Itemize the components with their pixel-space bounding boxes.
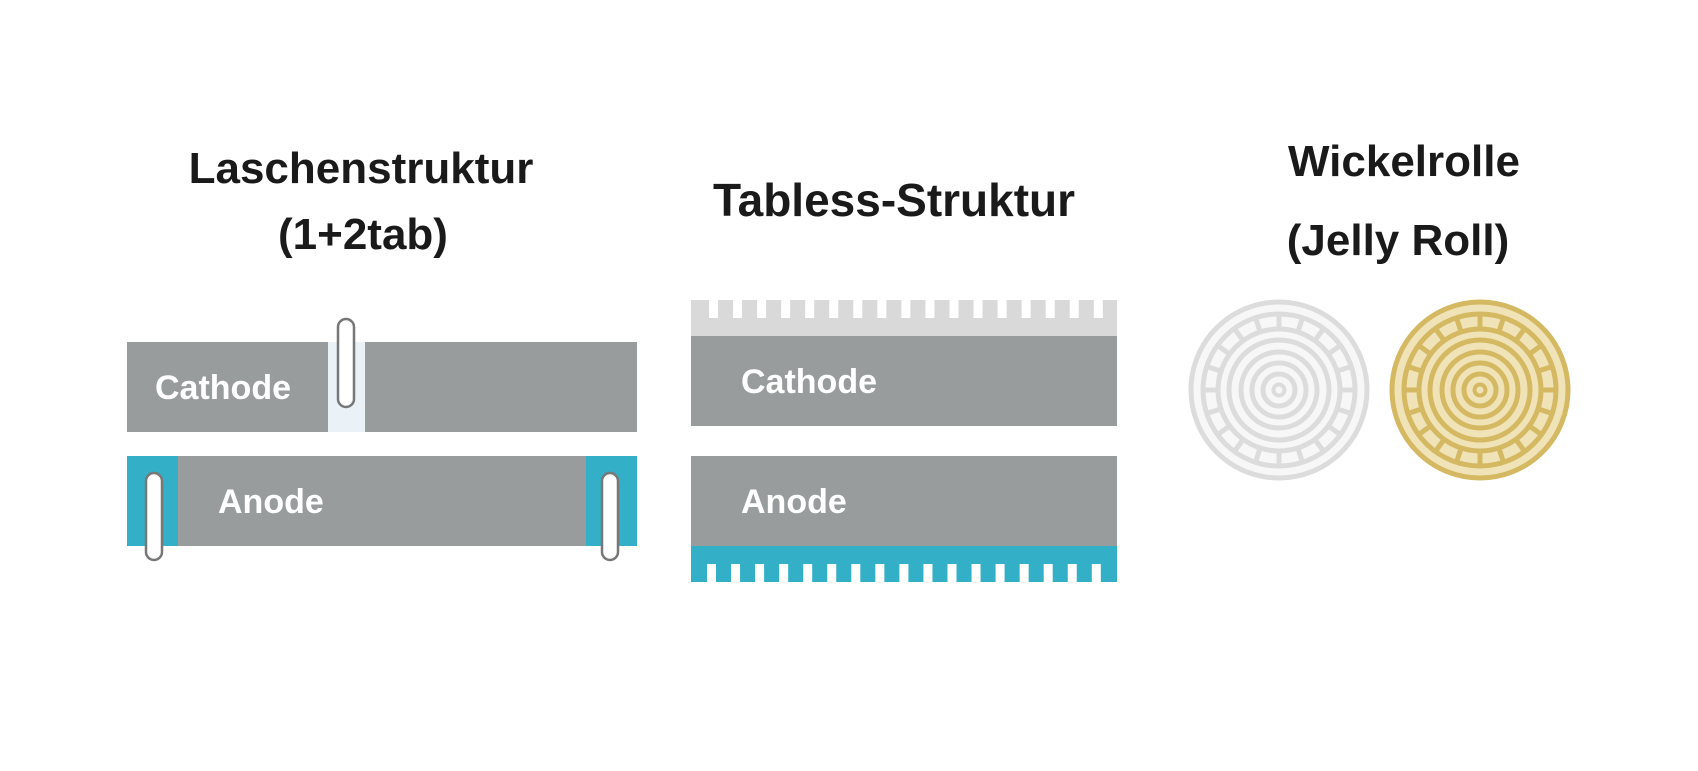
notch <box>949 300 959 318</box>
panel-title-line2: (1+2tab) <box>278 210 448 259</box>
notch <box>947 564 957 582</box>
notch <box>877 300 887 318</box>
cathode-tab-icon <box>336 317 356 409</box>
notch <box>803 564 813 582</box>
anode-foil-notches <box>707 564 1101 582</box>
panel-title: Tabless-Struktur <box>713 174 1075 226</box>
anode-electrode: Anode <box>127 456 637 562</box>
anode-electrode: Anode <box>691 456 1117 582</box>
notch <box>973 300 983 318</box>
notch <box>733 300 743 318</box>
notch <box>997 300 1007 318</box>
notch <box>971 564 981 582</box>
notch <box>925 300 935 318</box>
notch <box>709 300 718 318</box>
notch <box>1021 300 1031 318</box>
panel-title-line2: (Jelly Roll) <box>1287 216 1510 265</box>
cathode-label: Cathode <box>155 369 291 407</box>
notch <box>707 564 716 582</box>
notch <box>851 564 861 582</box>
notch <box>805 300 815 318</box>
notch <box>781 300 791 318</box>
notch <box>1069 300 1079 318</box>
notch <box>779 564 789 582</box>
cathode-electrode: Cathode <box>691 300 1117 426</box>
panel-tabless-structure: Tabless-Struktur Cathode Anode <box>691 174 1117 582</box>
cathode-label: Cathode <box>741 363 877 401</box>
anode-label: Anode <box>218 483 324 521</box>
notch <box>923 564 933 582</box>
cathode-electrode: Cathode <box>127 317 637 432</box>
notch <box>1091 564 1101 582</box>
notch <box>1093 300 1103 318</box>
notch <box>875 564 885 582</box>
cathode-foil-notches <box>709 300 1103 318</box>
notch <box>1045 300 1055 318</box>
notch <box>853 300 863 318</box>
panel-title-line1: Laschenstruktur <box>189 144 534 193</box>
notch <box>901 300 911 318</box>
notch <box>1067 564 1077 582</box>
anode-tab-icon-left <box>144 471 164 562</box>
notch <box>1043 564 1053 582</box>
panel-tab-structure: Laschenstruktur (1+2tab) Cathode Anode <box>127 144 637 562</box>
notch <box>757 300 767 318</box>
notch <box>1019 564 1029 582</box>
panel-title-line1: Wickelrolle <box>1288 137 1520 186</box>
notch <box>995 564 1005 582</box>
anode-label: Anode <box>741 483 847 521</box>
notch <box>731 564 741 582</box>
jelly-roll-gold-icon <box>1389 299 1571 481</box>
jelly-roll-gray-icon <box>1188 299 1370 481</box>
notch <box>899 564 909 582</box>
anode-tab-icon-right <box>600 471 620 562</box>
panel-jelly-roll: Wickelrolle (Jelly Roll) <box>1188 137 1571 481</box>
notch <box>755 564 765 582</box>
notch <box>829 300 839 318</box>
notch <box>827 564 837 582</box>
